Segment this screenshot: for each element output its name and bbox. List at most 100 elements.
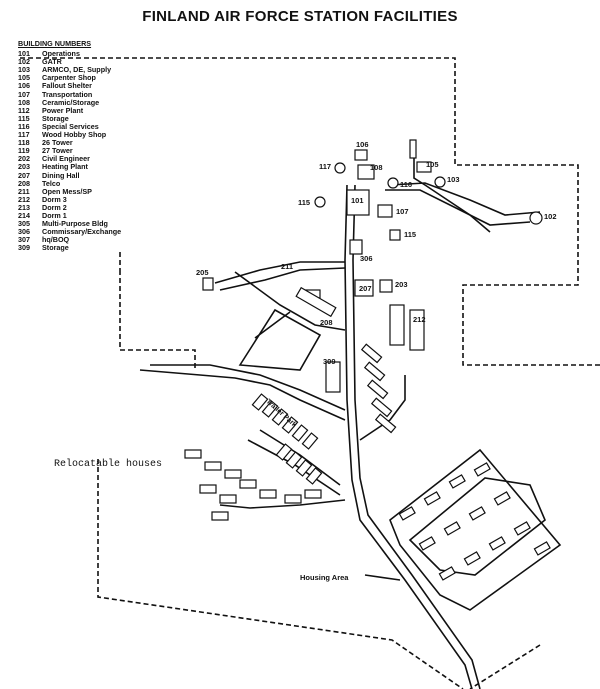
map-label-106: 106 bbox=[356, 140, 369, 149]
building-205 bbox=[202, 277, 214, 291]
legend-row: 309 Storage bbox=[18, 244, 178, 252]
map-label-101: 101 bbox=[351, 196, 364, 205]
legend-building-name: Multi-Purpose Bldg bbox=[42, 219, 108, 229]
legend-building-number: 115 bbox=[18, 113, 30, 123]
legend-row: 306 Commissary/Exchange bbox=[18, 228, 178, 236]
building-309 bbox=[325, 361, 341, 393]
legend-row: 117 Wood Hobby Shop bbox=[18, 130, 178, 140]
housing-area-houses bbox=[398, 462, 551, 581]
map-label-108: 108 bbox=[370, 163, 383, 172]
legend-building-number: 306 bbox=[18, 227, 30, 237]
legend-building-number: 105 bbox=[18, 73, 30, 83]
legend-building-number: 207 bbox=[18, 170, 30, 180]
legend-building-name: Civil Engineer bbox=[42, 154, 90, 164]
map-label-207: 207 bbox=[359, 284, 372, 293]
map-label-205: 205 bbox=[196, 268, 209, 277]
legend-building-number: 203 bbox=[18, 162, 30, 172]
legend-building-number: 107 bbox=[18, 89, 30, 99]
building-212 bbox=[389, 304, 405, 346]
building-117 bbox=[334, 162, 346, 174]
page-title: FINLAND AIR FORCE STATION FACILITIES bbox=[142, 8, 458, 25]
legend-building-number: 119 bbox=[18, 146, 30, 156]
building-213 bbox=[409, 309, 425, 351]
building-306 bbox=[349, 239, 363, 255]
legend-building-name: Commissary/Exchange bbox=[42, 227, 122, 237]
building-115b bbox=[389, 229, 401, 241]
building-107 bbox=[377, 204, 393, 218]
legend-building-number: 305 bbox=[18, 219, 30, 229]
legend-building-number: 309 bbox=[18, 243, 30, 253]
map-label-103: 103 bbox=[447, 175, 460, 184]
relocatable-houses bbox=[184, 449, 322, 521]
map-label-309: 309 bbox=[323, 357, 336, 366]
map-label-116: 116 bbox=[400, 180, 413, 189]
map-label-212: 212 bbox=[413, 315, 426, 324]
map-label-306: 306 bbox=[360, 254, 373, 263]
map-label-105: 105 bbox=[426, 160, 439, 169]
building-101 bbox=[346, 189, 370, 216]
legend-building-name: Dorm 3 bbox=[42, 194, 67, 204]
legend-building-name: Dorm 1 bbox=[42, 210, 67, 220]
legend-building-number: 116 bbox=[18, 121, 30, 131]
legend-building-number: 117 bbox=[18, 130, 30, 140]
map-label-203: 203 bbox=[395, 280, 408, 289]
map-label-115a: 115 bbox=[298, 198, 311, 207]
legend-building-name: Operations bbox=[42, 49, 80, 59]
legend-building-name: Wood Hobby Shop bbox=[42, 130, 107, 140]
legend-building-name: Heating Plant bbox=[42, 162, 88, 172]
legend-building-name: Storage bbox=[42, 243, 69, 253]
building-115a bbox=[314, 196, 326, 208]
map-label-115b: 115 bbox=[404, 230, 417, 239]
building-116 bbox=[387, 177, 399, 189]
legend-building-number: 211 bbox=[18, 186, 30, 196]
map-label-107: 107 bbox=[396, 207, 409, 216]
legend-building-number: 212 bbox=[18, 194, 30, 204]
legend-building-number: 118 bbox=[18, 138, 30, 148]
housing-area-label: Housing Area bbox=[300, 573, 349, 582]
ballfield bbox=[238, 308, 322, 371]
legend-building-name: Dorm 2 bbox=[42, 202, 67, 212]
legend-building-name: Dining Hall bbox=[42, 170, 80, 180]
legend-building-name: ARMCO, DE, Supply bbox=[42, 65, 112, 75]
map-label-211: 211 bbox=[281, 262, 294, 271]
legend-row: 207 Dining Hall bbox=[18, 170, 178, 180]
building-105 bbox=[416, 161, 432, 173]
building-207 bbox=[354, 279, 374, 297]
legend-row: 212 Dorm 3 bbox=[18, 194, 178, 204]
legend-building-name: GATR bbox=[42, 57, 62, 67]
main-road bbox=[344, 184, 473, 689]
legend-row: 305 Multi-Purpose Bldg bbox=[18, 219, 178, 229]
building-108 bbox=[357, 164, 375, 180]
building-106 bbox=[354, 149, 368, 161]
legend-building-name: Special Services bbox=[42, 121, 99, 131]
building-203 bbox=[379, 279, 393, 293]
legend-row: 211 Open Mess/SP bbox=[18, 186, 178, 196]
map-label-117: 117 bbox=[319, 162, 332, 171]
map-label-208: 208 bbox=[320, 318, 333, 327]
legend-building-number: 103 bbox=[18, 65, 30, 75]
legend-building-name: Telco bbox=[42, 178, 61, 188]
legend-building-name: Transportation bbox=[42, 89, 93, 99]
housing-area-road bbox=[389, 448, 562, 611]
relocatable-houses-label: Relocatable houses bbox=[54, 459, 163, 470]
legend-building-name: Storage bbox=[42, 113, 69, 123]
legend-row: 103 ARMCO, DE, Supply bbox=[18, 66, 178, 74]
legend-building-name: Carpenter Shop bbox=[42, 73, 96, 83]
legend-building-name: Ceramic/Storage bbox=[42, 97, 100, 107]
legend-row: 203 Heating Plant bbox=[18, 163, 178, 171]
legend-row: 116 Special Services bbox=[18, 121, 178, 131]
legend-building-name: Open Mess/SP bbox=[42, 186, 92, 196]
legend-building-number: 108 bbox=[18, 97, 30, 107]
legend-building-number: 307 bbox=[18, 235, 30, 245]
